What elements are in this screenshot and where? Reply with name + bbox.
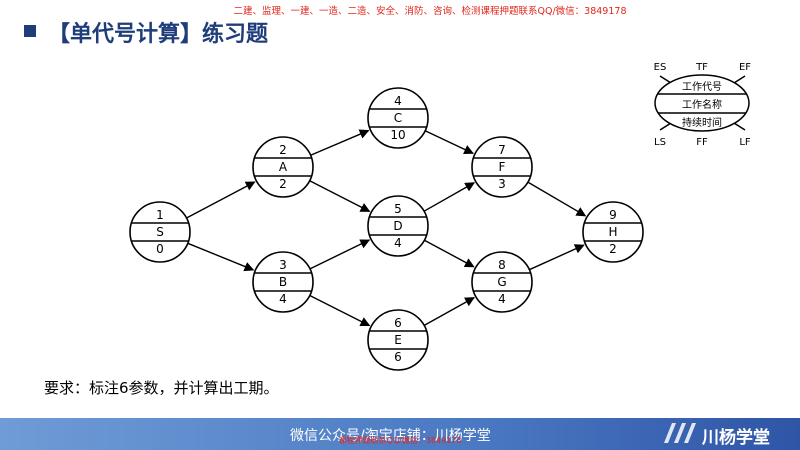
requirement-text: 要求：标注6参数，并计算出工期。: [44, 379, 279, 397]
node-s: 1S 0: [129, 201, 191, 263]
footer-red-text: 课程押题联系QQ/微信：3849178: [338, 436, 462, 445]
footer-text: 微信公众号/淘宝店铺：川杨学堂: [290, 428, 491, 444]
node-duration: 3: [498, 177, 506, 191]
node-duration: 4: [394, 236, 402, 250]
arrow-3-6: [309, 294, 371, 327]
node-duration: 4: [498, 292, 506, 306]
legend-es: ES: [654, 62, 667, 73]
node-g: 8G 4: [471, 251, 533, 313]
node-b: 3B 4: [252, 251, 314, 313]
arrow-1-2: [186, 181, 256, 219]
legend-tf: TF: [695, 62, 708, 73]
arrow-5-7: [423, 182, 476, 212]
brand-logo-icon: [664, 423, 696, 443]
node-name: E: [394, 333, 402, 347]
node-name: A: [279, 160, 288, 174]
node-name: H: [608, 225, 617, 239]
node-id: 3: [279, 258, 287, 272]
legend-duration: 持续时间: [682, 116, 722, 129]
node-id: 5: [394, 202, 402, 216]
legend-ls: LS: [654, 137, 666, 148]
legend-name: 工作名称: [682, 98, 722, 111]
arrow-7-9: [527, 181, 587, 217]
node-duration: 6: [394, 350, 402, 364]
node-duration: 2: [609, 242, 617, 256]
node-c: 4C 10: [367, 87, 429, 149]
node-duration: 4: [279, 292, 287, 306]
arrow-2-4: [310, 129, 370, 156]
legend-lf: LF: [739, 137, 751, 148]
node-id: 1: [156, 208, 164, 222]
node-name: F: [499, 160, 506, 174]
node-id: 2: [279, 143, 287, 157]
legend-code: 工作代号: [682, 81, 722, 93]
node-h: 9H 2: [582, 201, 644, 263]
node-duration: 2: [279, 177, 287, 191]
arrow-8-9: [529, 244, 585, 271]
arrow-5-8: [424, 239, 475, 268]
arrow-2-5: [309, 180, 371, 213]
node-id: 6: [394, 316, 402, 330]
arrow-1-3: [187, 242, 255, 272]
legend: 工作代号 工作名称 持续时间 ES TF EF LS FF LF: [654, 62, 752, 148]
node-duration: 10: [390, 128, 405, 142]
node-name: S: [156, 225, 164, 239]
node-duration: 0: [156, 242, 164, 256]
node-name: D: [393, 219, 402, 233]
legend-ef: EF: [739, 62, 751, 73]
arrow-3-5: [309, 239, 371, 270]
footer-bar: [0, 418, 800, 450]
node-e: 6E6: [367, 309, 429, 371]
node-a: 2A2: [252, 136, 314, 198]
legend-ff: FF: [696, 137, 708, 148]
title-bullet-icon: [24, 25, 36, 37]
node-name: B: [279, 275, 287, 289]
node-id: 4: [394, 94, 402, 108]
node-id: 9: [609, 208, 617, 222]
node-name: G: [497, 275, 506, 289]
node-f: 7F 3: [471, 136, 533, 198]
node-name: C: [394, 111, 402, 125]
arrow-6-8: [423, 296, 475, 326]
brand-name: 川杨学堂: [702, 428, 770, 448]
promo-banner: 二建、监理、一建、一造、二造、安全、消防、咨询、检测课程押题联系QQ/微信：38…: [233, 6, 627, 17]
arrow-4-7: [424, 130, 474, 155]
node-id: 8: [498, 258, 506, 272]
node-id: 7: [498, 143, 506, 157]
node-d: 5D 4: [367, 195, 429, 257]
page-title: 【单代号计算】练习题: [48, 22, 269, 47]
